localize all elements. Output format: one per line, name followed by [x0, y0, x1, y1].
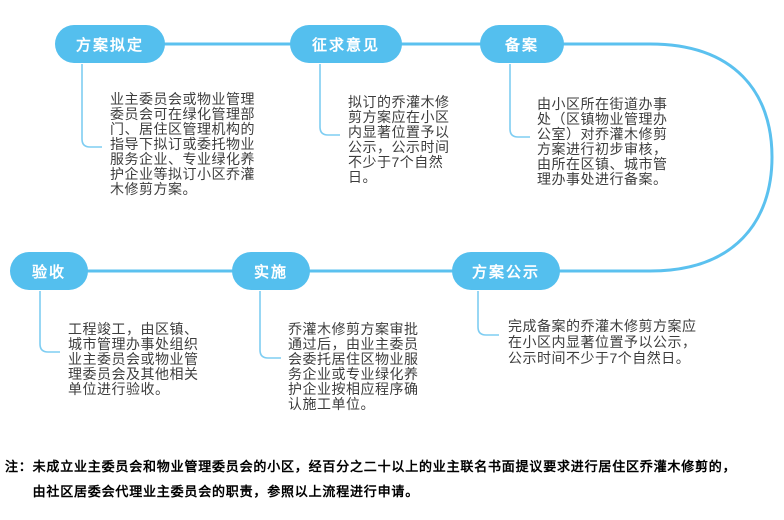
desc-connector-filing [509, 64, 530, 138]
step-label-acceptance: 验收 [31, 263, 66, 281]
desc-connector-solicit-opinions [319, 64, 340, 136]
step-desc-filing: 由小区所在街道办事 处（区镇物业管理办 公室）对乔灌木修剪 方案进行初步审核， … [537, 96, 668, 187]
desc-connector-implementation [259, 291, 281, 359]
step-node-filing: 备案 [480, 25, 564, 63]
step-desc-acceptance: 工程竣工，由区镇、 城市管理办事处组织 业主委员会或物业管 理委员会及其他相关 … [68, 321, 199, 397]
main-flow-line [86, 42, 774, 273]
step-node-acceptance: 验收 [10, 252, 88, 290]
step-label-solicit-opinions: 征求意见 [311, 36, 380, 54]
step-node-plan-publicity: 方案公示 [452, 252, 560, 290]
step-label-plan-publicity: 方案公示 [471, 263, 540, 281]
desc-connector-plan-draft [81, 64, 102, 148]
step-node-implementation: 实施 [232, 252, 310, 290]
step-desc-implementation: 乔灌木修剪方案审批 通过后，由业主委员 会委托居住区物业服 务企业或专业绿化养 … [288, 321, 419, 412]
step-label-filing: 备案 [504, 36, 539, 54]
step-node-plan-draft: 方案拟定 [55, 25, 165, 63]
step-node-solicit-opinions: 征求意见 [290, 25, 402, 63]
desc-connector-acceptance [39, 291, 60, 353]
step-label-plan-draft: 方案拟定 [75, 36, 144, 54]
desc-connector-plan-publicity [477, 291, 499, 336]
footnote: 注： 未成立业主委员会和物业管理委员会的小区，经百分之二十以上的业主联名书面提议… [5, 454, 775, 504]
step-desc-solicit-opinions: 拟订的乔灌木修 剪方案应在小区 内显著位置予以 公示，公示时间 不少于7个自然 … [348, 94, 450, 185]
step-label-implementation: 实施 [253, 263, 288, 281]
footnote-text: 未成立业主委员会和物业管理委员会的小区，经百分之二十以上的业主联名书面提议要求进… [32, 459, 737, 499]
step-desc-plan-publicity: 完成备案的乔灌木修剪方案应 在小区内显著位置予以公示， 公示时间不少于7个自然日… [508, 318, 697, 366]
footnote-prefix: 注： [5, 459, 33, 474]
step-desc-plan-draft: 业主委员会或物业管理 委员会可在绿化管理部 门、居住区管理机构的 指导下拟订或委… [110, 91, 255, 197]
